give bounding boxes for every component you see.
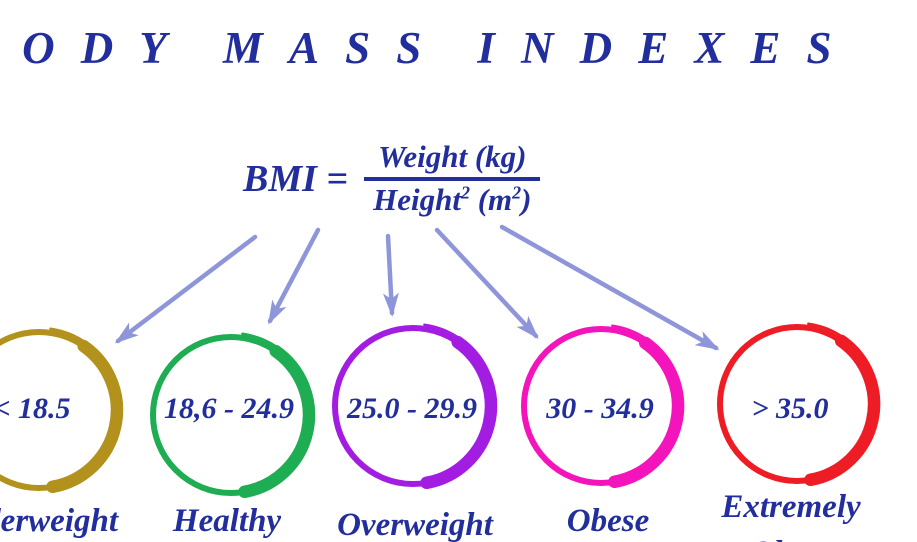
formula-denominator: Height2 (m2) [364, 181, 540, 217]
denominator-superscript: 2 [460, 182, 470, 203]
pointer-arrow [499, 224, 720, 351]
range-healthy: 18,6 - 24.9 [164, 392, 294, 425]
category-circle-4 [717, 322, 881, 487]
pointer-arrow [434, 227, 539, 339]
denominator-base: Height [373, 182, 461, 217]
pointer-arrow [382, 233, 399, 317]
denominator-unit: (m [469, 182, 513, 217]
category-circle-3 [521, 324, 685, 489]
range-obese: 30 - 34.9 [546, 392, 654, 425]
label-underweight: Underweight [0, 503, 119, 539]
page-title: BODY MASS INDEXES [0, 23, 858, 74]
formula-fraction: Weight (kg) Height2 (m2) [364, 140, 541, 217]
bmi-formula: BMI = Weight (kg) Height2 (m2) [243, 140, 541, 217]
pointer-arrow [267, 227, 321, 325]
range-underweight: < 18.5 [0, 392, 71, 425]
range-extremely-obese: > 35.0 [751, 392, 829, 425]
formula-lhs: BMI = [243, 157, 349, 200]
title-word-indexes: INDEXES [477, 23, 858, 73]
pointer-arrow [114, 234, 258, 344]
denominator-close-paren: ) [521, 182, 532, 217]
category-circle-2 [332, 323, 498, 490]
title-word-mass: MASS [222, 23, 448, 73]
range-overweight: 25.0 - 29.9 [347, 392, 477, 425]
label-extremely-line2: Obese [721, 530, 860, 542]
label-obese: Obese [566, 503, 650, 539]
label-healthy: Healthy [172, 503, 282, 539]
category-circle-0 [0, 327, 124, 494]
label-overweight: Overweight [337, 507, 493, 542]
denominator-unit-superscript: 2 [512, 182, 522, 203]
category-circle-1 [150, 332, 316, 499]
title-word-body: BODY [0, 23, 193, 73]
formula-numerator: Weight (kg) [364, 140, 541, 181]
label-extremely-line1: Extremely [721, 489, 861, 525]
label-extremely-obese: Extremely Obese [721, 484, 860, 542]
